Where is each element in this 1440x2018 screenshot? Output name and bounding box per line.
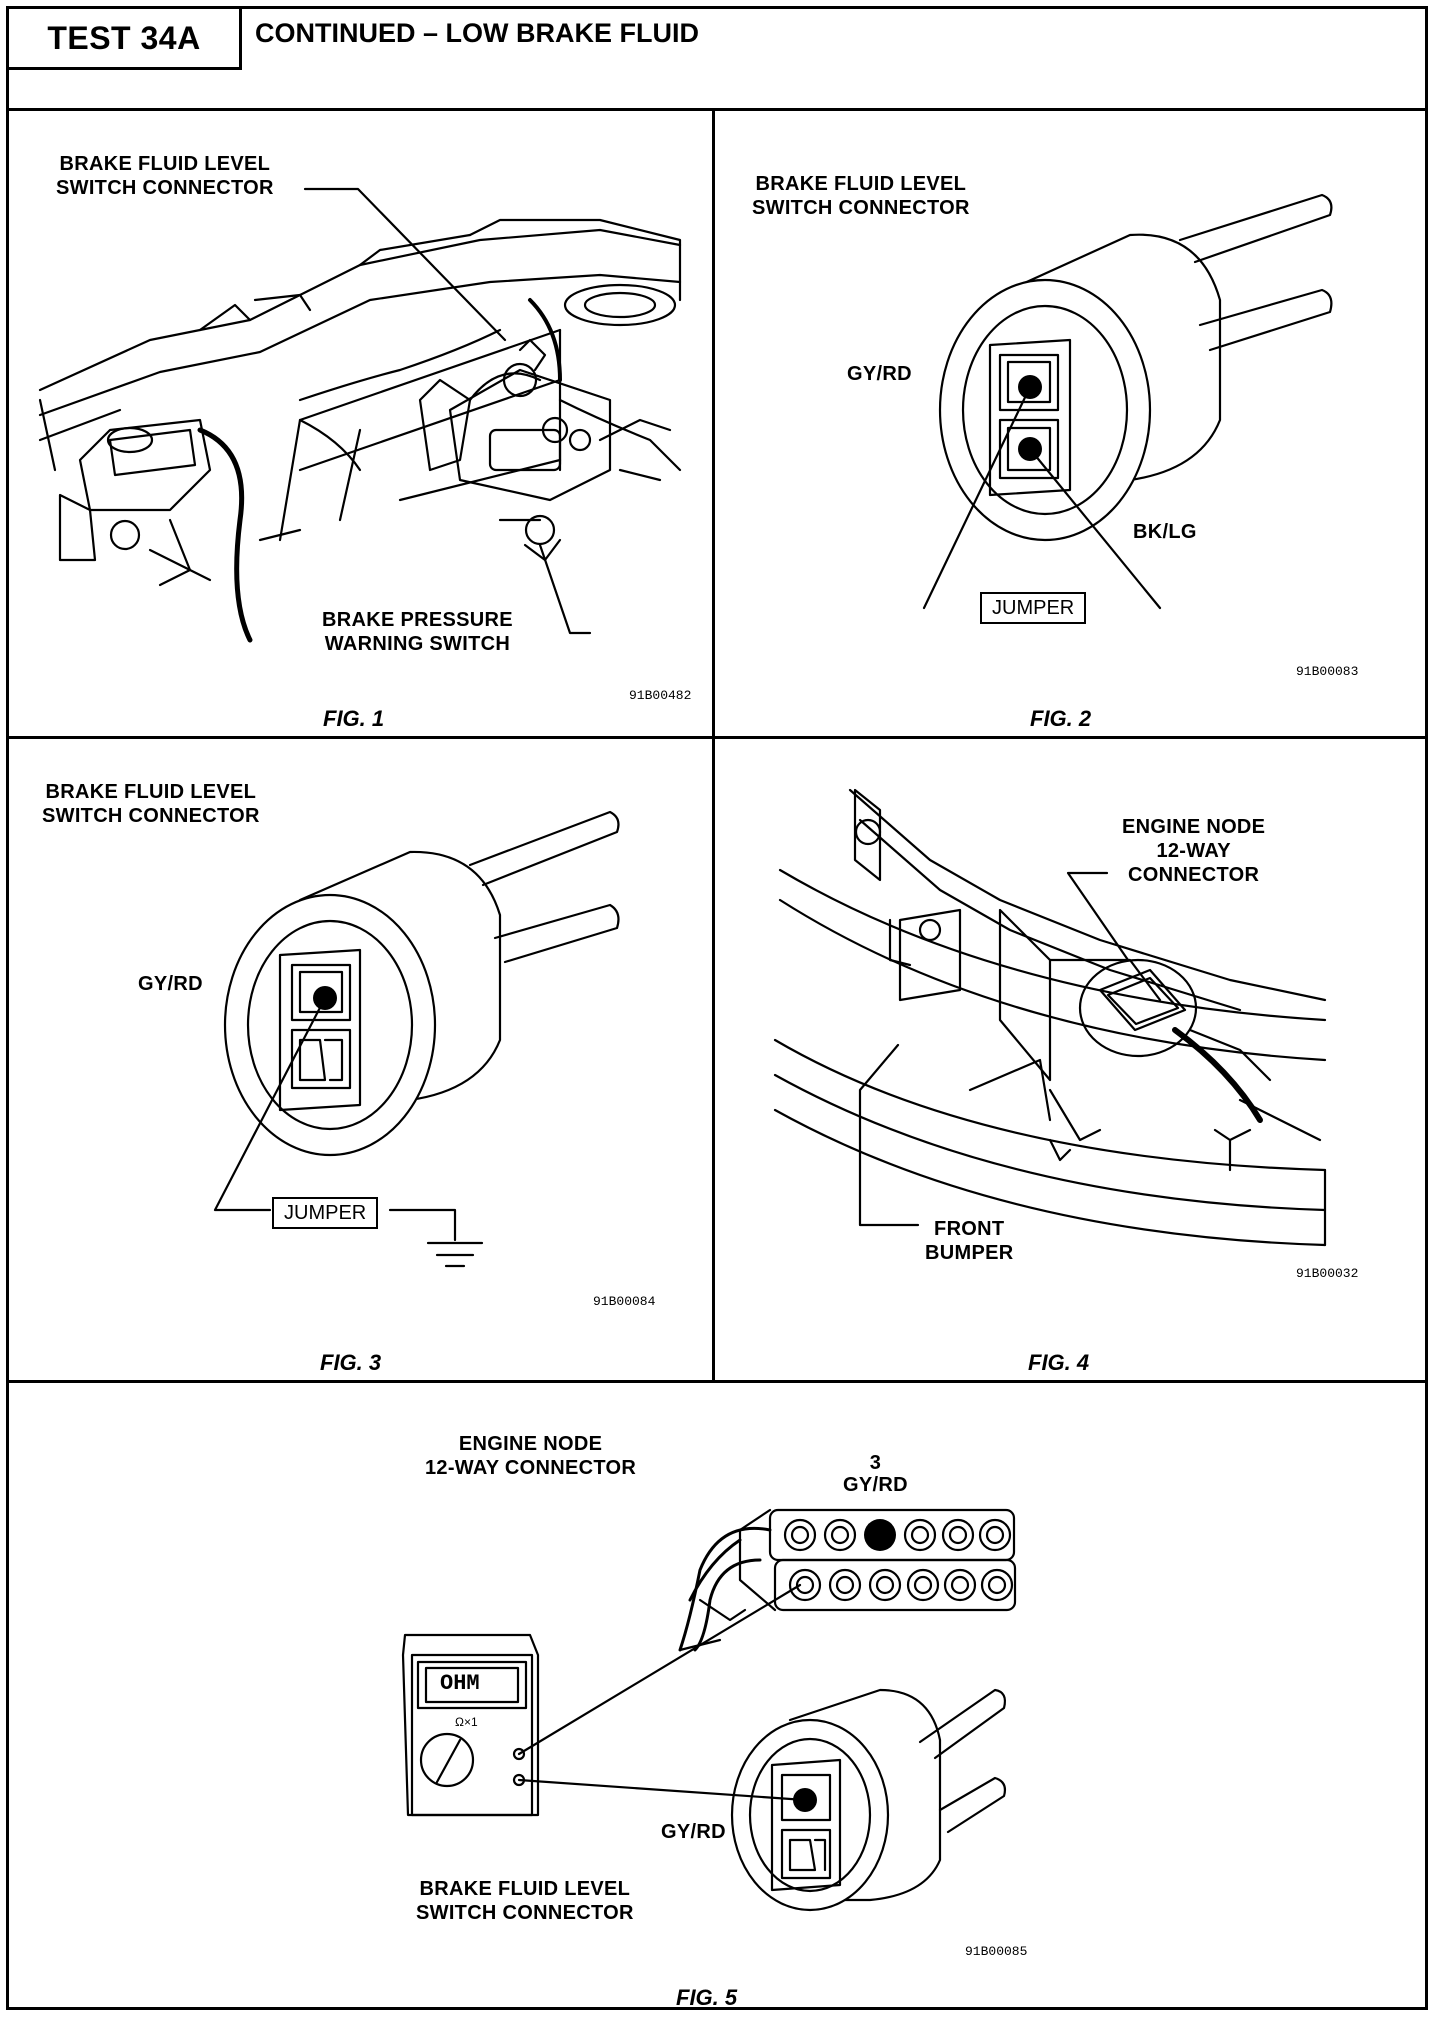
- fig5-node-label: ENGINE NODE 12-WAY CONNECTOR: [425, 1433, 637, 1479]
- row-divider-1: [6, 736, 1428, 739]
- header-divider: [6, 108, 1428, 111]
- fig5-meter-range: Ω×1: [455, 1715, 478, 1729]
- test-number-box: TEST 34A: [9, 9, 242, 70]
- fig4-bumper-label: FRONT BUMPER: [925, 1218, 1014, 1264]
- fig1-connector-label: BRAKE FLUID LEVEL SWITCH CONNECTOR: [56, 153, 274, 199]
- fig5-switch-label: BRAKE FLUID LEVEL SWITCH CONNECTOR: [416, 1878, 634, 1924]
- fig5-caption: FIG. 5: [676, 1985, 738, 2010]
- fig4-code: 91B00032: [1296, 1266, 1359, 1281]
- fig2-connector-label: BRAKE FLUID LEVEL SWITCH CONNECTOR: [752, 173, 970, 219]
- fig3-jumper: JUMPER: [272, 1197, 379, 1229]
- page-frame: [6, 6, 1428, 2010]
- fig5-code: 91B00085: [965, 1944, 1028, 1959]
- fig1-caption: FIG. 1: [323, 706, 385, 731]
- fig5-pin-row-top: [783, 1518, 1012, 1552]
- fig4-caption: FIG. 4: [1028, 1350, 1090, 1375]
- fig2-jumper: JUMPER: [980, 592, 1087, 624]
- fig3-code: 91B00084: [593, 1294, 656, 1309]
- fig3-gy-rd-label: GY/RD: [138, 973, 203, 995]
- fig1-code: 91B00482: [629, 688, 692, 703]
- fig2-caption: FIG. 2: [1030, 706, 1092, 731]
- test-number: TEST 34A: [47, 19, 201, 56]
- page-title: CONTINUED – LOW BRAKE FLUID: [255, 18, 699, 48]
- fig5-pin-label: 3 GY/RD: [843, 1452, 908, 1496]
- fig3-caption: FIG. 3: [320, 1350, 382, 1375]
- row-divider-2: [6, 1380, 1428, 1383]
- column-divider: [712, 108, 715, 1380]
- fig2-bk-lg-label: BK/LG: [1133, 521, 1197, 543]
- fig2-gy-rd-label: GY/RD: [847, 363, 912, 385]
- fig4-connector-label: ENGINE NODE 12-WAY CONNECTOR: [1122, 816, 1266, 886]
- fig5-meter-display-text: OHM: [440, 1671, 480, 1696]
- fig3-connector-label: BRAKE FLUID LEVEL SWITCH CONNECTOR: [42, 781, 260, 827]
- fig2-code: 91B00083: [1296, 664, 1359, 679]
- fig5-gy-rd-label: GY/RD: [661, 1821, 726, 1843]
- fig5-pin-row-bottom: [788, 1568, 1014, 1602]
- fig1-switch-label: BRAKE PRESSURE WARNING SWITCH: [322, 609, 513, 655]
